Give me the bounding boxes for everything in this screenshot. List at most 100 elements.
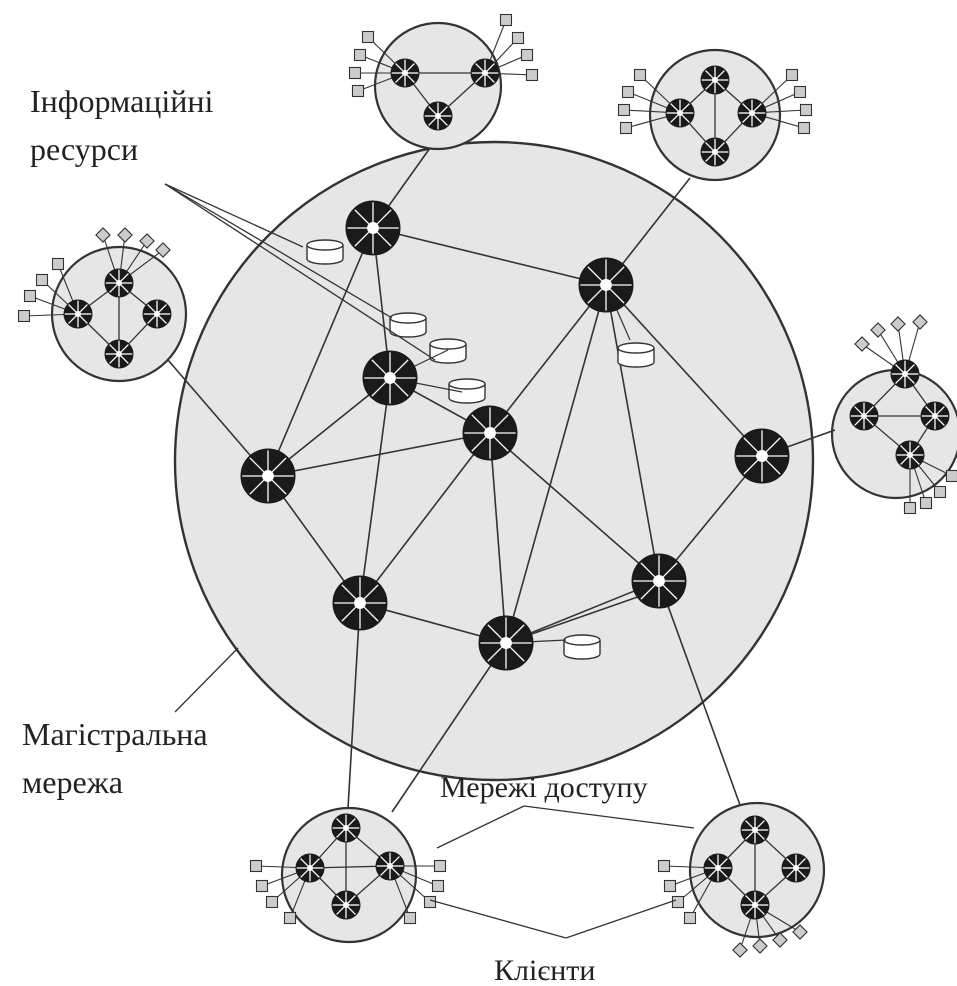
client-terminal-icon [633,68,647,82]
client-terminal-icon [785,68,799,82]
router-node [740,815,770,845]
client-terminal-icon [117,227,133,243]
backbone-link [267,227,374,477]
client-terminal-icon [403,911,417,925]
label-callouts [164,183,695,939]
router-node [331,813,361,843]
client-terminal-icon [854,336,870,352]
router-node [63,299,93,329]
client-terminal-icon [283,911,297,925]
client-terminal-icon [95,227,111,243]
client-terminal-icon [919,496,933,510]
access-networks-label: Мережі доступу [440,771,648,804]
backbone-link [489,432,507,644]
backbone-router [240,448,296,504]
backbone-label-line1: Магістральна [22,716,208,752]
backbone-link [489,432,660,582]
storage-cylinder-icon [389,312,427,338]
client-terminal-icon [265,895,279,909]
callout-info-resources [164,183,436,361]
client-terminal-icon [525,68,539,82]
backbone-router [462,405,518,461]
info-resources-label-line2: ресурси [30,131,138,167]
client-terminal-icon [499,13,513,27]
client-terminal-icon [621,85,635,99]
router-node [737,98,767,128]
client-terminal-icon [23,289,37,303]
backbone-router [478,615,534,671]
client-terminal-icon [433,859,447,873]
router-node [665,98,695,128]
client-terminal-icon [139,233,155,249]
callout-info-resources [164,183,304,248]
uplink [391,642,507,813]
router-node [703,853,733,883]
router-node [849,401,879,431]
network-nodes [63,58,950,920]
backbone-link [359,377,391,604]
storage-cylinder-icon [617,342,655,368]
callout-access-networks [523,805,695,829]
client-terminal-icon [732,942,748,958]
callout-backbone [174,647,239,713]
router-node [895,440,925,470]
client-terminal-icon [657,859,671,873]
backbone-label-line2: мережа [22,764,123,800]
access-network-right [830,368,957,500]
access-network-top [373,21,503,151]
router-node [331,890,361,920]
client-terminal-icon [35,273,49,287]
backbone-link [267,432,491,477]
client-terminal-icon [361,30,375,44]
client-terminal-icon [511,31,525,45]
access-network-bottom-left [280,806,418,944]
client-terminal-icon [255,879,269,893]
backbone-link [489,284,607,434]
client-terminal-icon [619,121,633,135]
router-node [890,359,920,389]
backbone-router [631,553,687,609]
client-terminal-icon [890,316,906,332]
backbone-router [362,350,418,406]
router-node [700,65,730,95]
router-node [375,851,405,881]
client-terminal-icon [797,121,811,135]
client-terminal-icon [155,242,171,258]
client-terminal-icon [663,879,677,893]
client-terminal-icon [945,469,957,483]
client-terminal-icon [353,48,367,62]
backbone-link [505,580,660,644]
storage-cylinder-icon [563,634,601,660]
client-terminal-icon [903,501,917,515]
router-node [470,58,500,88]
client-terminal-icon [683,911,697,925]
backbone-link [605,284,763,457]
callout-clients [429,899,567,939]
info-resources-label-line1: Інформаційні [30,83,214,119]
router-node [740,890,770,920]
client-terminal-icon [671,895,685,909]
client-terminal-icon [617,103,631,117]
client-terminal-icon [520,48,534,62]
backbone-network [173,140,815,782]
backbone-link [359,432,491,604]
client-terminal-icon [793,85,807,99]
access-network-bottom-right [688,801,826,939]
uplink [347,602,361,809]
client-terminal-icon [772,932,788,948]
callout-clients [565,899,677,939]
storage-cylinder-icon [306,239,344,265]
storage-cylinder-icon [429,338,467,364]
backbone-link [605,284,660,582]
router-node [142,299,172,329]
client-terminal-icon [51,257,65,271]
storage-cylinder-icon [448,378,486,404]
backbone-router [734,428,790,484]
client-terminal-icon [249,859,263,873]
client-terminal-icon [423,895,437,909]
client-terminal-icon [912,314,928,330]
client-terminal-icon [351,84,365,98]
callout-access-networks [436,805,525,849]
backbone-router [345,200,401,256]
